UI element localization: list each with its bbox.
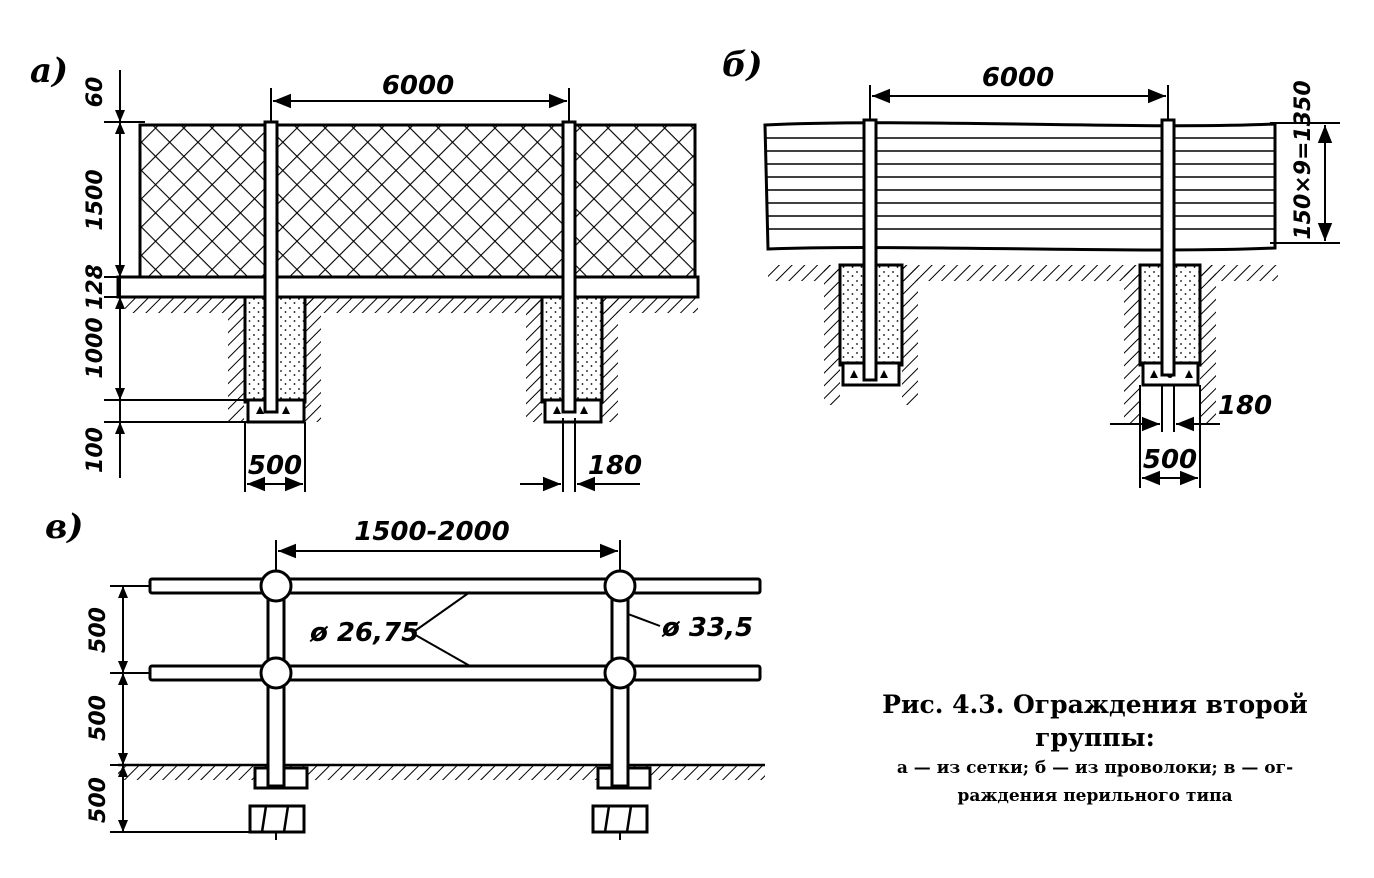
panel-v-joint bbox=[259, 656, 293, 690]
figure-caption: Рис. 4.3. Ограждения второй группы: а — … bbox=[835, 688, 1355, 810]
panel-v-joint bbox=[259, 569, 293, 603]
panel-a-post-right bbox=[561, 120, 577, 414]
caption-sub-line2: раждения перильного типа bbox=[957, 786, 1233, 806]
panel-v-anchor-right bbox=[591, 804, 649, 840]
panel-b-post-right bbox=[1160, 118, 1176, 377]
panel-b-ground bbox=[768, 265, 1278, 425]
panel-a-dim-100: 100 bbox=[83, 427, 108, 473]
panel-a-height-dimensions: 60 1500 128 1000 100 bbox=[83, 70, 248, 478]
panel-b-post-width-label: 180 bbox=[1218, 391, 1272, 421]
panel-v-rail-top bbox=[148, 577, 762, 595]
panel-a-ground bbox=[125, 297, 698, 422]
panel-a-dim-128: 128 bbox=[83, 264, 108, 310]
panel-v-dim-500-middle: 500 bbox=[86, 695, 111, 741]
panel-b-footing-width-label: 500 bbox=[1143, 445, 1197, 475]
panel-a-post-width-dimension: 180 bbox=[520, 418, 642, 492]
panel-v-dim-500-bottom: 500 bbox=[86, 777, 111, 823]
panel-v-dim-500-top: 500 bbox=[86, 607, 111, 653]
panel-a-bottom-rail bbox=[116, 275, 700, 299]
panel-a-mesh bbox=[138, 123, 697, 279]
panel-a-footing-width-label: 500 bbox=[248, 451, 302, 481]
panel-b-label: б) bbox=[722, 45, 763, 85]
panel-a-dim-1000: 1000 bbox=[83, 317, 108, 378]
panel-a-dim-60: 60 bbox=[83, 77, 108, 108]
panel-v-label: в) bbox=[45, 507, 83, 547]
panel-v-joint bbox=[603, 656, 637, 690]
panel-v-rail-diameter-callout: ø 26,75 bbox=[309, 591, 471, 667]
panel-v-joint bbox=[603, 569, 637, 603]
panel-b-span-label: 6000 bbox=[982, 63, 1054, 93]
panel-a-post-left bbox=[263, 120, 279, 414]
panel-b-span-dimension: 6000 bbox=[869, 63, 1169, 120]
panel-b-height-label: 150×9=1350 bbox=[1291, 80, 1316, 239]
panel-v-height-dimensions: 500 500 500 bbox=[86, 585, 250, 833]
caption-title-line1: Рис. 4.3. Ограждения второй bbox=[882, 690, 1308, 719]
panel-a-post-width-label: 180 bbox=[588, 451, 642, 481]
panel-a: а) bbox=[30, 51, 700, 492]
panel-v-post-diameter-callout: ø 33,5 bbox=[627, 613, 753, 643]
panel-v-anchor-left bbox=[248, 804, 306, 840]
caption-sub-line1: а — из сетки; б — из проволоки; в — ог- bbox=[896, 758, 1294, 778]
panel-a-label: а) bbox=[30, 51, 68, 91]
panel-v: в) bbox=[45, 507, 765, 840]
panel-a-span-dimension: 6000 bbox=[270, 71, 570, 122]
panel-b: б) bbox=[722, 45, 1340, 488]
panel-b-wire-panel bbox=[763, 121, 1277, 252]
panel-v-rail-diameter-label: ø 26,75 bbox=[309, 618, 419, 648]
panel-a-footing-width-dimension: 500 bbox=[244, 422, 306, 492]
panel-v-rail-middle bbox=[148, 664, 762, 682]
panel-v-span-dimension: 1500-2000 bbox=[275, 517, 621, 572]
panel-b-post-width-dimension: 180 bbox=[1110, 385, 1272, 432]
panel-v-ground bbox=[118, 763, 765, 790]
panel-b-footing-width-dimension: 500 bbox=[1139, 385, 1201, 488]
panel-a-span-label: 6000 bbox=[382, 71, 454, 101]
caption-title-line2: группы: bbox=[1035, 723, 1155, 752]
panel-v-post-diameter-label: ø 33,5 bbox=[661, 613, 753, 643]
panel-v-span-label: 1500-2000 bbox=[354, 517, 510, 547]
panel-b-post-left bbox=[862, 118, 878, 382]
panel-b-height-dimension: 150×9=1350 bbox=[1270, 80, 1340, 244]
panel-a-dim-1500: 1500 bbox=[83, 169, 108, 230]
